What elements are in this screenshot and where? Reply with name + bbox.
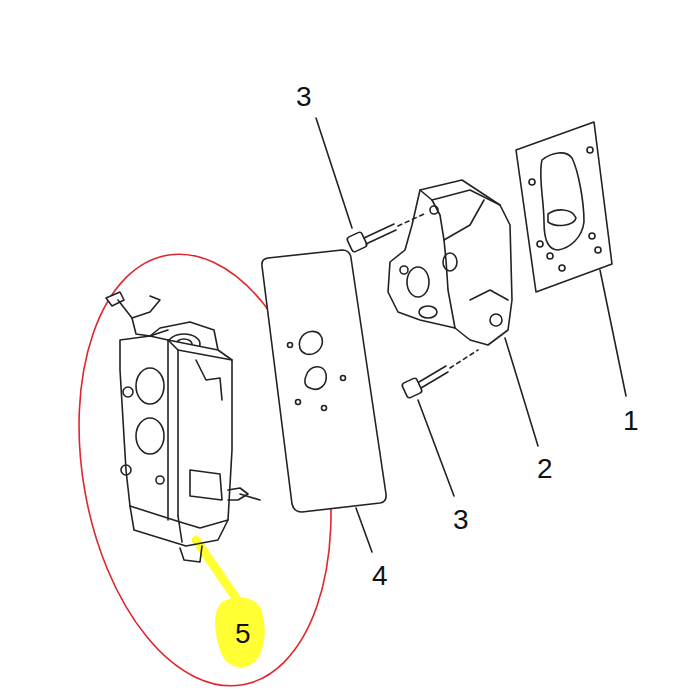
screw bbox=[316, 118, 424, 253]
screw bbox=[401, 350, 478, 496]
callout-number: 2 bbox=[537, 455, 553, 483]
highlight-mark bbox=[196, 540, 265, 667]
callout-number: 3 bbox=[453, 506, 469, 534]
intake-manifold bbox=[388, 180, 538, 446]
carburetor bbox=[106, 292, 260, 562]
callout-number: 4 bbox=[372, 562, 388, 590]
gasket bbox=[262, 250, 386, 552]
gasket bbox=[516, 122, 626, 396]
callout-number: 1 bbox=[623, 407, 639, 435]
callout-number: 5 bbox=[235, 620, 251, 648]
callout-number: 3 bbox=[296, 83, 312, 111]
